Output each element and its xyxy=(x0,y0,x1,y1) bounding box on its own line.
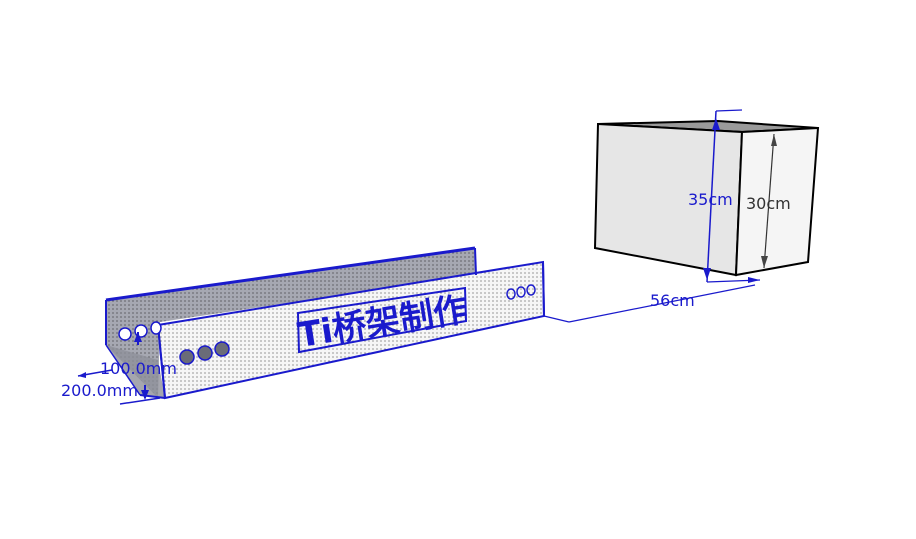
box-height-outer-label: 35cm xyxy=(688,190,733,209)
height-dimension-label: 100.0mm xyxy=(100,359,177,378)
tray-floor xyxy=(106,345,165,398)
tray-dimensions: 100.0mm 200.0mm xyxy=(61,332,177,405)
box-dimensions: 35cm 30cm 56cm xyxy=(543,109,791,323)
box-right-face xyxy=(734,126,820,277)
tray-back-wall xyxy=(106,248,476,398)
distance-label: 56cm xyxy=(650,291,695,310)
right-end-holes xyxy=(506,284,536,300)
box[interactable] xyxy=(593,119,820,277)
label-frame xyxy=(296,286,468,354)
width-dimension-label: 200.0mm xyxy=(61,381,138,400)
front-holes xyxy=(179,341,230,365)
box-height-inner-label: 30cm xyxy=(746,194,791,213)
